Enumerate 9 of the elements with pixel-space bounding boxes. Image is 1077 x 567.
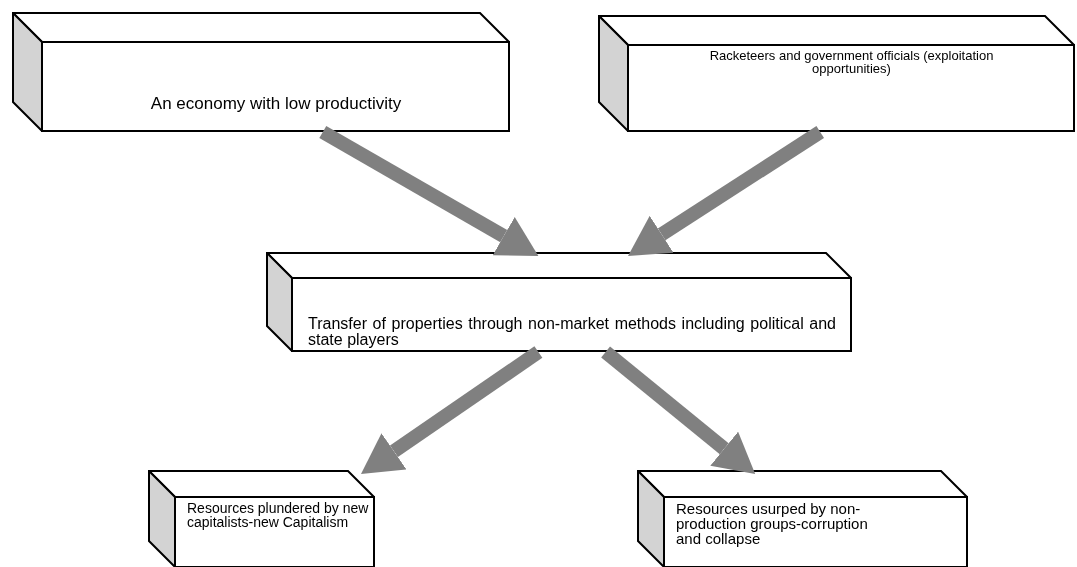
arrow: [601, 346, 756, 474]
box-text: Racketeers and government officials (exploitation opportunities): [708, 49, 995, 75]
arrow: [319, 125, 539, 256]
box-text: Resources usurped by non-production groups-corruption and collapse: [676, 501, 869, 546]
arrow: [628, 126, 824, 256]
arrow: [361, 346, 543, 474]
box-text: An economy with low productivity: [150, 92, 402, 115]
box-text: Transfer of properties through non-market methods including political and state players: [308, 316, 836, 348]
box-text: Resources plundered by new capitalists-new Capitalism: [187, 501, 370, 529]
